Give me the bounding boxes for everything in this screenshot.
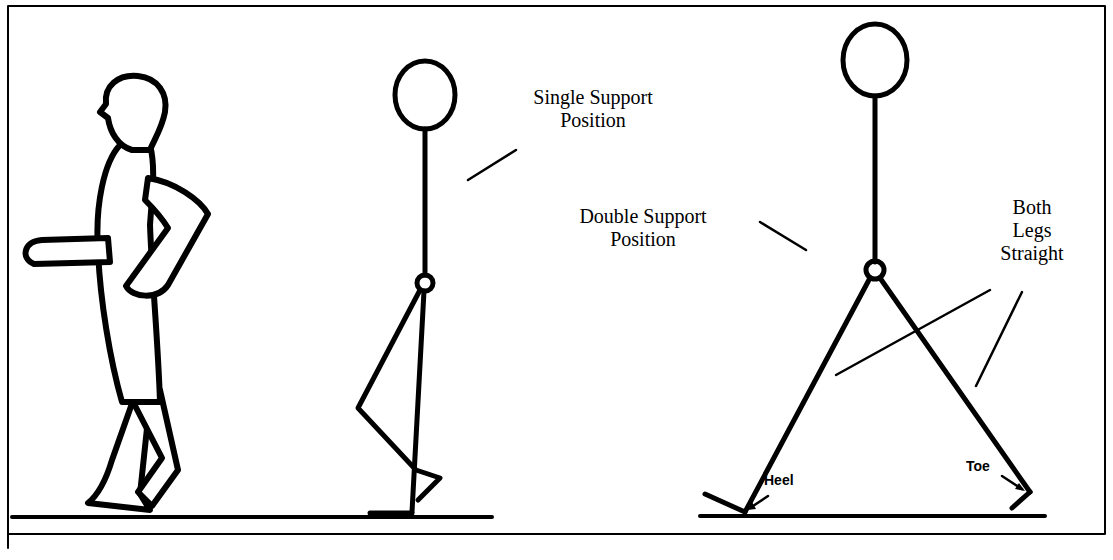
frame	[8, 6, 1105, 534]
stick-trunk	[423, 129, 428, 275]
position-label: Double Support Position	[568, 205, 718, 251]
back-leg	[128, 390, 178, 506]
double-support-figure	[705, 24, 1030, 512]
front-arm	[26, 238, 110, 264]
position-label: Single Support Position	[518, 86, 668, 132]
part-label: Heel	[764, 472, 794, 488]
walker-silhouette	[26, 76, 208, 510]
part-label: Toe	[966, 458, 990, 474]
single-support-figure	[358, 61, 455, 513]
back-arm	[126, 178, 208, 296]
ground-line	[12, 515, 492, 519]
stick-trunk	[873, 96, 878, 262]
arrowhead	[1015, 483, 1025, 491]
stick-foot	[370, 511, 412, 516]
frame-tick	[7, 534, 9, 548]
ground-line	[700, 514, 1045, 518]
rear-leg	[745, 278, 870, 512]
rear-foot	[705, 494, 745, 512]
annotation-label: Both Legs Straight	[993, 196, 1071, 265]
leader-line	[760, 222, 806, 250]
leader-lines	[468, 150, 1022, 508]
head	[100, 76, 166, 150]
front-foot	[1012, 492, 1030, 508]
arrowhead	[747, 502, 756, 510]
swing-leg	[358, 290, 440, 500]
stick-head	[395, 61, 455, 129]
leader-line	[468, 150, 516, 180]
support-leg	[412, 291, 424, 512]
leader-line	[836, 290, 990, 375]
stick-head	[843, 24, 907, 96]
leader-line	[976, 292, 1022, 386]
